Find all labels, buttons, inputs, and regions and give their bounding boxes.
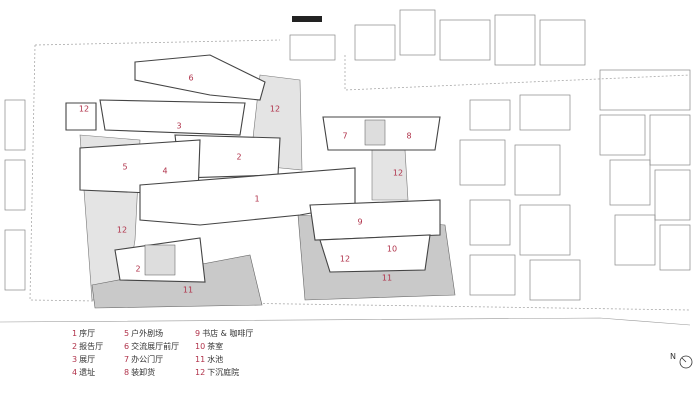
legend-number: 4 <box>72 368 78 377</box>
legend-text: 书店 & 咖啡厅 <box>202 329 254 338</box>
legend-number: 6 <box>124 342 130 351</box>
legend-text: 茶室 <box>207 342 224 351</box>
legend-number: 5 <box>124 329 130 338</box>
room-label: 6 <box>188 73 194 83</box>
legend-text: 办公门厅 <box>131 355 164 364</box>
room-label: 11 <box>381 273 393 283</box>
room-label: 12 <box>392 168 404 178</box>
legend-text: 交流展厅前厅 <box>131 342 180 351</box>
volume-9 <box>309 199 441 241</box>
volume-1-foyer <box>139 167 356 226</box>
legend-number: 8 <box>124 368 130 377</box>
room-label: 10 <box>386 244 398 254</box>
room-label: 3 <box>176 121 182 131</box>
legend-number: 10 <box>195 342 206 351</box>
legend-number: 9 <box>195 329 201 338</box>
baseline <box>0 317 691 326</box>
room-label: 1 <box>254 194 260 204</box>
site-boundary <box>29 39 691 311</box>
surrounding-buildings <box>4 9 691 301</box>
room-label: 11 <box>182 285 194 295</box>
legend-number: 11 <box>195 355 206 364</box>
north-label: N <box>670 352 676 361</box>
room-label: 9 <box>357 217 363 227</box>
volume-3 <box>99 99 246 136</box>
room-label: 12 <box>78 104 90 114</box>
legend-text: 下沉庭院 <box>207 368 240 377</box>
volume-12-left <box>65 102 97 131</box>
legend-number: 12 <box>195 368 206 377</box>
legend-number: 3 <box>72 355 78 364</box>
legend-number: 7 <box>124 355 130 364</box>
room-label: 5 <box>122 162 128 172</box>
room-label: 4 <box>162 166 168 176</box>
legend-text: 遗址 <box>79 368 96 377</box>
legend-text: 报告厅 <box>79 342 104 351</box>
north-arrow-icon <box>679 355 693 369</box>
stairs-mark <box>292 16 322 22</box>
legend-text: 装卸货 <box>131 368 156 377</box>
volume-6 <box>134 54 266 101</box>
room-label: 12 <box>116 225 128 235</box>
legend-text: 户外剧场 <box>131 329 164 338</box>
room-label: 2 <box>236 152 242 162</box>
room-label: 12 <box>339 254 351 264</box>
room-label: 2 <box>135 264 141 274</box>
legend-text: 水池 <box>207 355 224 364</box>
room-label: 8 <box>406 131 412 141</box>
room-label: 12 <box>269 104 281 114</box>
legend-number: 2 <box>72 342 78 351</box>
legend-text: 展厅 <box>79 355 96 364</box>
building-volumes <box>65 54 441 283</box>
legend-text: 序厅 <box>79 329 96 338</box>
legend-number: 1 <box>72 329 78 338</box>
volume-10 <box>319 234 431 273</box>
auditorium-seating <box>144 119 386 276</box>
room-label: 7 <box>342 131 348 141</box>
